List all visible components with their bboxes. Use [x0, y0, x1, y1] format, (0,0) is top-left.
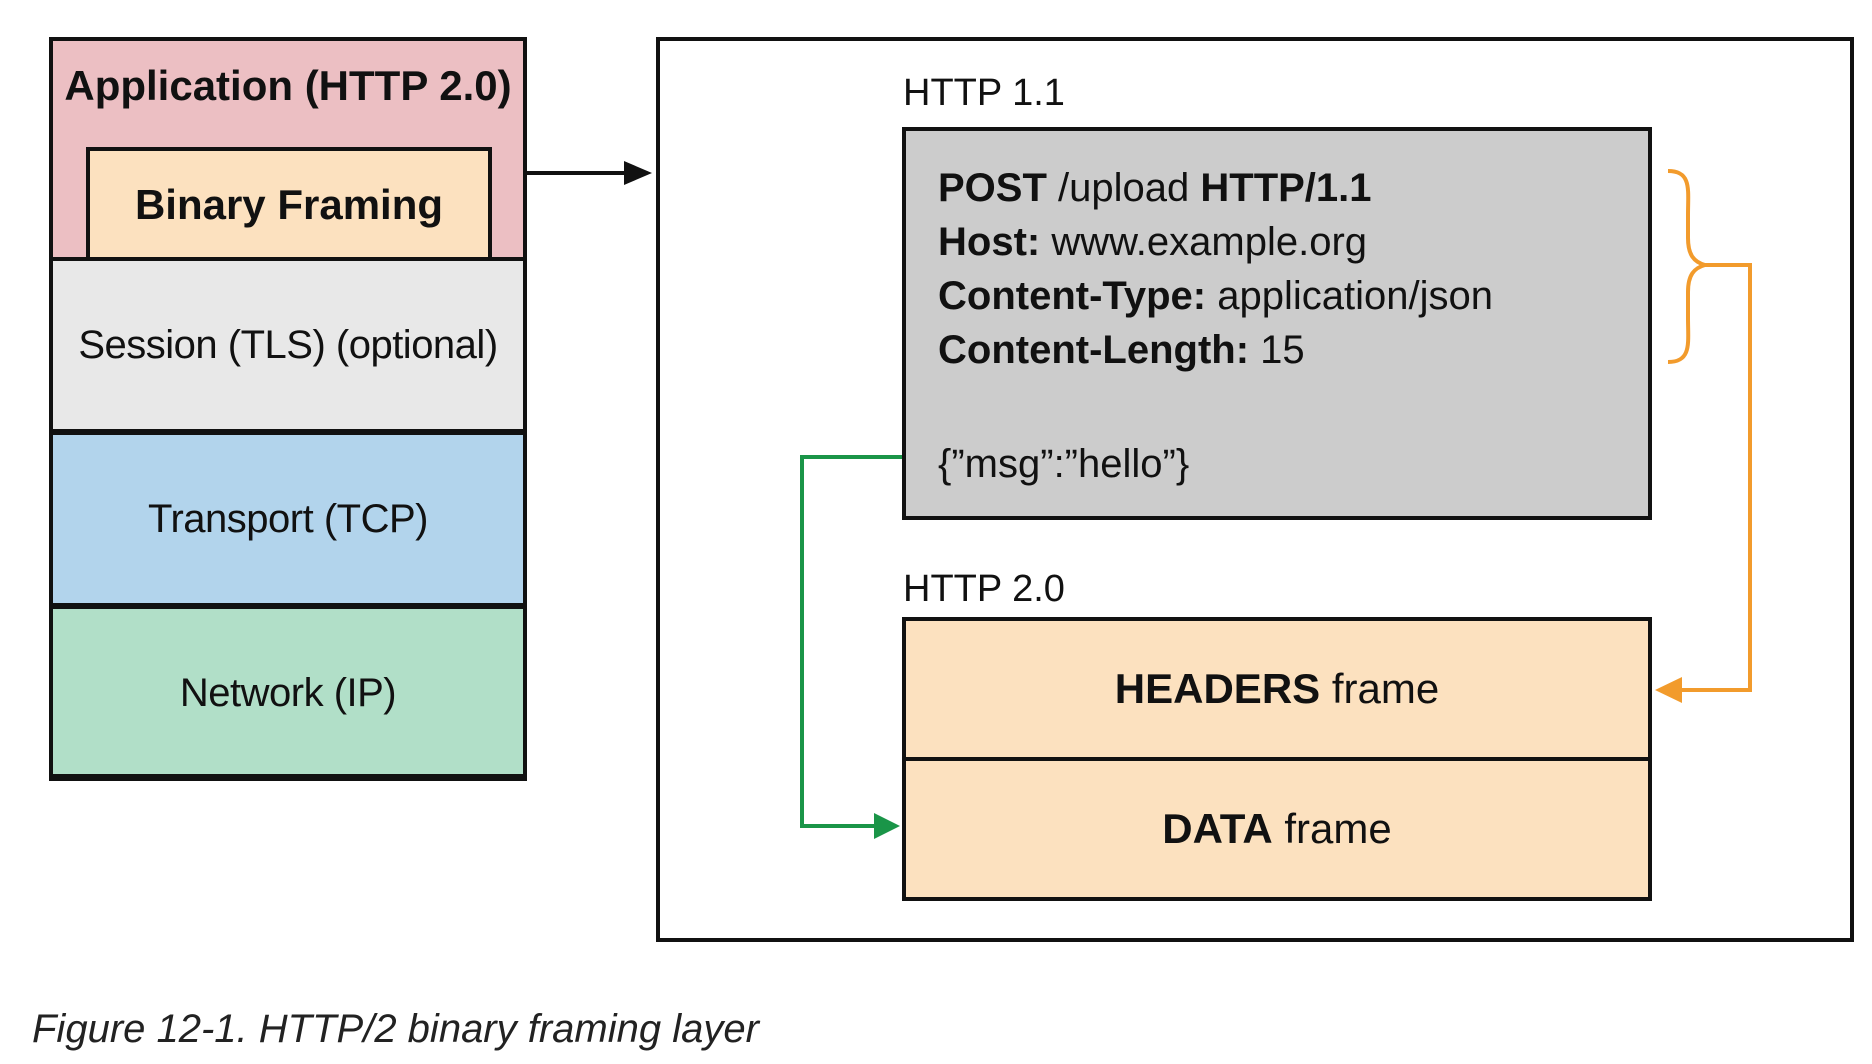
http2-label: HTTP 2.0: [903, 568, 1065, 610]
data-frame-suffix: frame: [1272, 805, 1392, 852]
request-path: /upload: [1046, 166, 1201, 210]
header-value: 15: [1249, 328, 1305, 372]
request-method: POST: [938, 166, 1047, 210]
header-content-length: Content-Length: 15: [938, 323, 1648, 377]
http11-label: HTTP 1.1: [903, 72, 1065, 114]
request-version: HTTP/1.1: [1200, 166, 1372, 210]
header-value: application/json: [1206, 274, 1493, 318]
header-name: Content-Length:: [938, 328, 1250, 372]
binary-framing-layer: Binary Framing: [86, 147, 492, 259]
headers-frame-type: HEADERS: [1114, 665, 1321, 712]
headers-arrow-line: [1680, 263, 1752, 692]
headers-arrowhead: [1655, 677, 1682, 703]
data-arrowhead: [874, 813, 900, 839]
transport-layer: Transport (TCP): [49, 431, 527, 607]
header-name: Host:: [938, 220, 1041, 264]
header-name: Content-Type:: [938, 274, 1207, 318]
headers-frame: HEADERS frame: [902, 621, 1652, 757]
request-body: {”msg”:”hello”}: [938, 442, 1190, 486]
headers-frame-suffix: frame: [1320, 665, 1440, 712]
protocol-stack-frame: [49, 37, 527, 778]
header-content-type: Content-Type: application/json: [938, 269, 1648, 323]
application-layer-label: Application (HTTP 2.0): [64, 62, 512, 109]
data-arrow-line: [800, 455, 902, 828]
stack-to-panel-arrowhead: [624, 161, 652, 185]
figure-caption: Figure 12-1. HTTP/2 binary framing layer: [32, 1007, 759, 1051]
headers-brace: [1667, 169, 1713, 364]
http11-request-box: POST /upload HTTP/1.1 Host: www.example.…: [902, 127, 1652, 520]
data-frame: DATA frame: [902, 761, 1652, 897]
header-value: www.example.org: [1040, 220, 1368, 264]
network-layer: Network (IP): [49, 605, 527, 781]
frame-divider: [902, 757, 1652, 761]
request-line: POST /upload HTTP/1.1: [938, 161, 1648, 215]
header-host: Host: www.example.org: [938, 215, 1648, 269]
data-frame-type: DATA: [1162, 805, 1273, 852]
